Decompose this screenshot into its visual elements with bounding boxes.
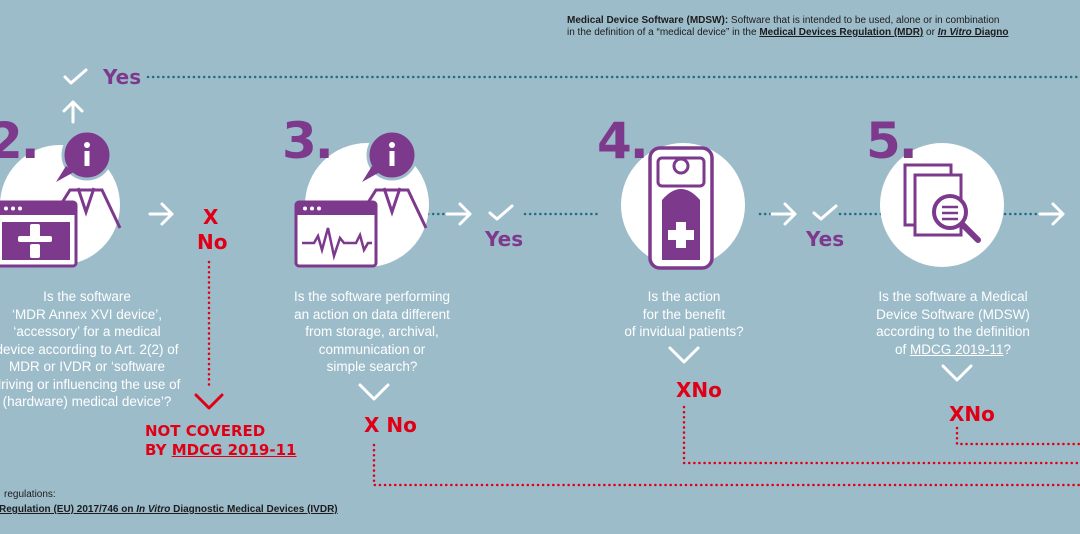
no-label-step3: X No bbox=[364, 413, 417, 437]
question-step2: Is the software ‘MDR Annex XVI device’, … bbox=[0, 288, 202, 411]
x-mark-step5: X bbox=[949, 402, 965, 426]
definition-text-2: in the definition of a “medical device” … bbox=[567, 27, 760, 38]
info-icon bbox=[362, 129, 418, 182]
ivdr-link-italic[interactable]: In Vitro bbox=[136, 504, 171, 515]
step-number-4: 4. bbox=[597, 112, 649, 170]
no-text-step3: No bbox=[386, 413, 417, 437]
arrow-down-icon bbox=[358, 383, 390, 401]
question-line: communication or bbox=[318, 341, 426, 357]
x-mark-step2: X bbox=[203, 205, 219, 229]
step-number-5: 5. bbox=[866, 112, 918, 170]
check-icon bbox=[812, 204, 838, 221]
arrow-down-icon bbox=[194, 393, 224, 410]
yes-label-top: Yes bbox=[103, 65, 142, 89]
arrow-right-icon bbox=[770, 202, 797, 226]
ivd-link-rest[interactable]: Diagno bbox=[971, 27, 1009, 38]
ecg-monitor-icon bbox=[294, 200, 378, 268]
no-line-step4 bbox=[682, 405, 1080, 465]
question-line: from storage, archival, bbox=[305, 324, 439, 339]
check-icon bbox=[488, 204, 514, 221]
footer-line1: regulations: bbox=[4, 489, 56, 500]
ivd-link[interactable]: In Vitro bbox=[937, 27, 972, 38]
question-line: of invidual patients? bbox=[624, 324, 744, 339]
yes-label-step4: Yes bbox=[806, 227, 845, 251]
question-line: driving or influencing the use of bbox=[0, 376, 181, 392]
question-line: of bbox=[894, 341, 910, 357]
question-line: ‘MDR Annex XVI device’, bbox=[11, 306, 163, 322]
question-step5: Is the software a Medical Device Softwar… bbox=[843, 288, 1063, 358]
not-covered-line1: NOT COVERED bbox=[145, 422, 266, 440]
definition-or: or bbox=[923, 27, 938, 38]
patient-bed-icon bbox=[648, 146, 714, 270]
footer-regulations: regulations: Regulation (EU) 2017/746 on… bbox=[0, 489, 338, 516]
question-line: Is the software a Medical bbox=[878, 289, 1028, 304]
question-line: Device Software (MDSW) bbox=[876, 306, 1030, 322]
arrow-right-icon bbox=[445, 202, 472, 226]
ivdr-link-rest[interactable]: Diagnostic Medical Devices (IVDR) bbox=[170, 504, 338, 515]
question-step3: Is the software performing an action on … bbox=[262, 288, 482, 376]
question-line: device according to Art. 2(2) of bbox=[0, 341, 179, 357]
ivdr-link[interactable]: Regulation (EU) 2017/746 on bbox=[0, 504, 137, 515]
arrow-right-icon bbox=[148, 202, 174, 226]
arrow-down-icon bbox=[668, 346, 700, 364]
question-line: MDR or IVDR or ‘software bbox=[8, 359, 166, 374]
question-line: an action on data different bbox=[294, 306, 450, 322]
question-step4: Is the action for the benefit of invidua… bbox=[574, 288, 794, 341]
no-label-step2: No bbox=[197, 230, 228, 254]
question-line: Is the software performing bbox=[293, 289, 451, 304]
xray-monitor-icon bbox=[0, 200, 78, 268]
mdsw-definition: Medical Device Software (MDSW): Software… bbox=[567, 15, 1008, 39]
question-line: ‘accessory’ for a medical bbox=[13, 324, 161, 339]
no-line-step3 bbox=[372, 443, 1080, 487]
no-label-step4: XNo bbox=[676, 378, 722, 402]
not-covered-label: NOT COVERED BY MDCG 2019-11 bbox=[145, 422, 296, 460]
no-line-step5 bbox=[955, 426, 1080, 446]
mdcg-link-step5[interactable]: MDCG 2019-11 bbox=[909, 341, 1004, 357]
arrow-up-icon bbox=[62, 100, 84, 124]
question-line: for the benefit bbox=[642, 306, 726, 322]
x-mark-step3: X bbox=[364, 413, 380, 437]
not-covered-by: BY bbox=[145, 441, 172, 459]
no-text-step5: No bbox=[964, 402, 995, 426]
mdcg-link[interactable]: MDCG 2019-11 bbox=[171, 441, 297, 459]
info-icon bbox=[56, 129, 113, 182]
no-label-step5: XNo bbox=[949, 402, 995, 426]
question-line: according to the definition bbox=[876, 324, 1030, 339]
no-text-step4: No bbox=[691, 378, 722, 402]
question-line: simple search? bbox=[326, 359, 418, 374]
arrow-down-icon bbox=[941, 364, 973, 382]
question-line: (hardware) medical device’? bbox=[2, 394, 172, 409]
document-search-icon bbox=[903, 163, 981, 243]
step-number-3: 3. bbox=[282, 112, 334, 170]
arrow-right-icon bbox=[1038, 202, 1065, 226]
question-mark: ? bbox=[1003, 341, 1012, 357]
step-number-2: 2. bbox=[0, 112, 40, 170]
mdr-link[interactable]: Medical Devices Regulation (MDR) bbox=[759, 27, 924, 38]
x-mark-step4: X bbox=[676, 378, 692, 402]
question-line: Is the software bbox=[43, 289, 131, 304]
check-icon bbox=[63, 68, 88, 85]
definition-term: Medical Device Software (MDSW): bbox=[567, 15, 729, 26]
definition-text-1: Software that is intended to be used, al… bbox=[728, 15, 1000, 26]
question-line: Is the action bbox=[647, 289, 721, 304]
yes-label-step3: Yes bbox=[485, 227, 524, 251]
